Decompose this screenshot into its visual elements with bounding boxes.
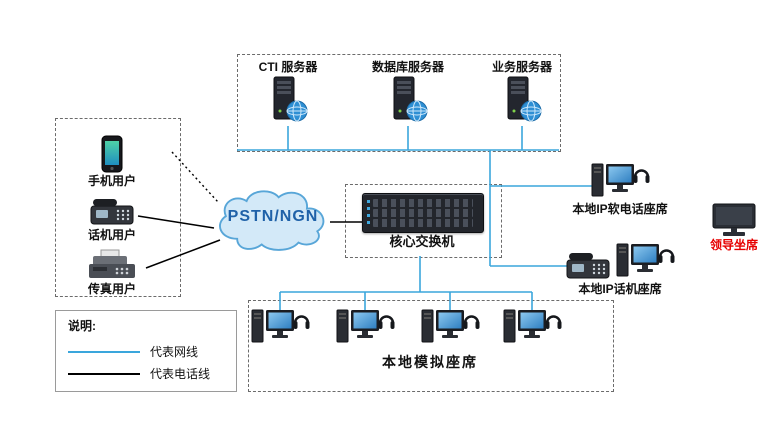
mobile-user-label: 手机用户 [87, 174, 136, 188]
fax-user: 传真用户 [67, 248, 157, 297]
workstation-headset-icon [503, 309, 562, 343]
core-switch-caption: 核心交换机 [352, 234, 492, 250]
workstation-headset-icon [591, 163, 650, 197]
smartphone-icon [101, 135, 123, 173]
legend-network-label: 代表网线 [150, 345, 199, 359]
cti-server-label: CTI 服务器 [258, 60, 318, 74]
cti-server: CTI 服务器 [246, 60, 330, 123]
analog-agent-3 [420, 306, 480, 348]
analog-agent-2 [335, 306, 395, 348]
pstn-cloud: PSTN/NGN [200, 186, 346, 252]
pstn-cloud-label: PSTN/NGN [227, 208, 319, 225]
leader-seat-label: 领导坐席 [709, 238, 758, 252]
core-switch-label: 核心交换机 [389, 234, 455, 249]
phone-user-label: 话机用户 [87, 228, 136, 242]
legend-phone-line [68, 373, 140, 375]
core-switch-box [345, 184, 502, 258]
server-tower-icon [273, 76, 308, 122]
server-tower-icon [507, 76, 542, 122]
server-group-box [237, 54, 561, 152]
legend-box: 说明: 代表网线 代表电话线 [55, 310, 237, 392]
mobile-user: 手机用户 [67, 134, 157, 189]
analog-agents-box [248, 300, 614, 392]
core-switch-icon [362, 193, 484, 233]
analog-agents-label: 本地模拟座席 [382, 354, 478, 370]
fax-machine-icon [89, 249, 135, 278]
fax-user-label: 传真用户 [87, 282, 136, 296]
legend-phone-label: 代表电话线 [150, 367, 211, 381]
workstation-headset-icon [616, 243, 675, 277]
database-server: 数据库服务器 [358, 60, 458, 123]
analog-agents-caption: 本地模拟座席 [248, 354, 612, 372]
ip-phone-agent-label: 本地IP话机座席 [578, 282, 662, 296]
legend-network-line [68, 351, 140, 353]
desk-phone-icon [90, 199, 134, 225]
server-tower-icon [393, 76, 428, 122]
workstation-headset-icon [421, 309, 480, 343]
analog-agent-1 [250, 306, 310, 348]
cloud-icon [219, 190, 325, 251]
softphone-agent-label: 本地IP软电话座席 [572, 202, 668, 216]
workstation-headset-icon [336, 309, 395, 343]
softphone-agent: 本地IP软电话座席 [555, 160, 685, 217]
legend-title: 说明: [68, 319, 96, 333]
ip-phone-agent: 本地IP话机座席 [535, 240, 705, 297]
analog-agent-4 [502, 306, 562, 348]
pstn-users-box [55, 118, 181, 297]
desk-phone-icon [566, 253, 610, 279]
business-server-label: 业务服务器 [491, 60, 552, 74]
database-server-label: 数据库服务器 [371, 60, 444, 74]
leader-monitor-icon [712, 203, 756, 236]
business-server: 业务服务器 [472, 60, 572, 123]
leader-seat: 领导坐席 [702, 202, 766, 253]
switch-led-strip [367, 200, 370, 226]
workstation-headset-icon [251, 309, 310, 343]
phone-user: 话机用户 [67, 196, 157, 243]
